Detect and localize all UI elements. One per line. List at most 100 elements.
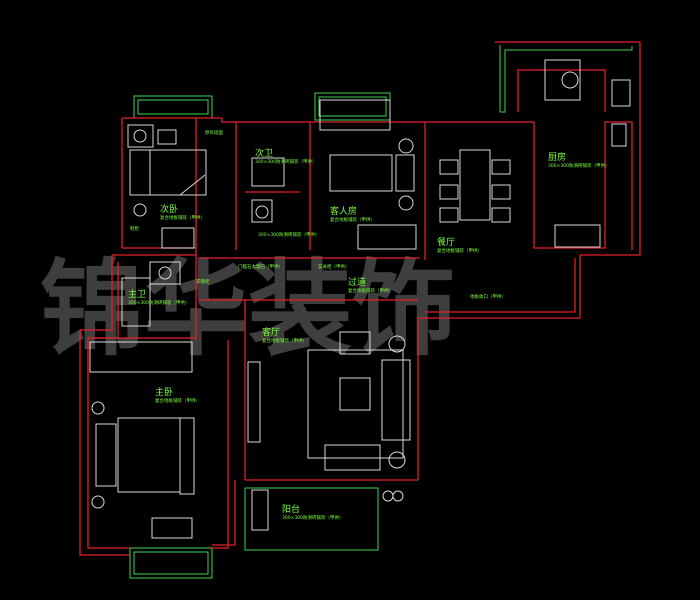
tv-cabinet bbox=[247, 361, 261, 443]
lamp-icon bbox=[388, 451, 406, 469]
lamp-icon bbox=[91, 401, 105, 415]
wardrobe-guest bbox=[357, 224, 417, 250]
coffee-table bbox=[339, 377, 371, 411]
lamp-icon bbox=[91, 495, 105, 509]
dining-chair bbox=[439, 159, 459, 175]
note-dining: 复合地板铺装（甲供） bbox=[437, 247, 482, 254]
wall-seg bbox=[517, 69, 606, 112]
bed-master bbox=[117, 417, 181, 493]
bed-guest bbox=[329, 154, 393, 192]
lamp-icon bbox=[388, 335, 406, 353]
sofa-outline bbox=[307, 349, 404, 459]
note-guest-room: 复合地板铺装（甲供） bbox=[330, 216, 375, 223]
toilet bbox=[251, 199, 273, 223]
washer bbox=[251, 489, 269, 531]
annotation-4: 衣帽柜 bbox=[196, 278, 210, 285]
wall-seg bbox=[417, 255, 581, 480]
wall-seg bbox=[80, 255, 113, 331]
wall-seg bbox=[425, 258, 576, 313]
lamp-icon bbox=[398, 138, 414, 154]
note-kitchen: 300×300防滑砖铺装（甲供） bbox=[548, 162, 609, 169]
dining-chair bbox=[491, 184, 511, 200]
furniture bbox=[89, 59, 631, 539]
cabinet bbox=[554, 224, 601, 248]
window-master-bedroom bbox=[129, 547, 213, 579]
headboard-master bbox=[95, 423, 117, 487]
note-second-bath: 300×300防滑砖铺装（甲供） bbox=[255, 158, 316, 165]
note-master-bedroom: 复合地板铺装（甲供） bbox=[155, 397, 200, 404]
basin-bowl bbox=[158, 266, 172, 280]
wall-seg bbox=[495, 41, 641, 256]
window-kitchen bbox=[499, 45, 633, 113]
drain-icon bbox=[382, 490, 394, 502]
fridge bbox=[611, 123, 627, 147]
label-dining: 餐厅 bbox=[437, 236, 455, 248]
stove bbox=[611, 79, 631, 107]
desk-guest bbox=[319, 99, 391, 131]
bed-headboard bbox=[129, 149, 151, 196]
note-secondary-bedroom: 复合地板铺装（甲供） bbox=[160, 214, 205, 221]
window-secondary-bedroom-inner bbox=[137, 99, 209, 115]
dresser bbox=[179, 417, 195, 495]
label-second-bath: 次卫 bbox=[255, 147, 273, 159]
sink bbox=[544, 59, 581, 101]
label-living: 客厅 bbox=[262, 326, 280, 338]
annotation-5: 玄关柜（甲供） bbox=[318, 263, 350, 270]
armchair bbox=[339, 331, 371, 355]
note-balcony: 300×300防滑砖铺装（甲供） bbox=[282, 514, 343, 521]
sofa bbox=[381, 359, 411, 441]
chair bbox=[157, 129, 177, 145]
lamp-icon bbox=[398, 195, 414, 211]
wall-seg bbox=[221, 118, 245, 123]
washbasin bbox=[149, 261, 181, 285]
label-kitchen: 厨房 bbox=[548, 151, 566, 163]
window-master-bedroom-inner bbox=[133, 551, 209, 575]
ottoman bbox=[324, 444, 381, 471]
note-living: 复合地板铺装（甲供） bbox=[262, 337, 307, 344]
wardrobe-master bbox=[89, 341, 193, 373]
bathtub bbox=[251, 157, 285, 187]
dining-chair bbox=[439, 184, 459, 200]
wall-seg bbox=[533, 121, 633, 250]
drain-icon bbox=[392, 490, 404, 502]
sink-basin bbox=[561, 71, 579, 89]
walls bbox=[79, 41, 641, 556]
window-secondary-bedroom bbox=[133, 95, 213, 119]
annotation-6: 鞋柜 bbox=[130, 225, 139, 232]
wardrobe bbox=[161, 227, 195, 249]
label-balcony: 阳台 bbox=[282, 503, 300, 515]
bed-headboard-guest bbox=[395, 154, 415, 192]
annotation-1: 原有墙面 bbox=[205, 129, 223, 136]
bathtub-master bbox=[121, 277, 151, 327]
label-master-bath: 主卫 bbox=[128, 288, 146, 300]
wall-seg bbox=[212, 480, 236, 546]
lounge-chair bbox=[151, 517, 193, 539]
label-master-bedroom: 主卧 bbox=[155, 386, 173, 398]
lamp-icon bbox=[133, 203, 147, 217]
wall-seg bbox=[212, 340, 229, 549]
wall-seg bbox=[79, 330, 130, 556]
bed-secondary bbox=[149, 149, 207, 196]
window-guest-room-inner bbox=[318, 96, 387, 117]
dining-table bbox=[459, 149, 491, 221]
dining-chair bbox=[491, 207, 511, 223]
note-corridor: 复合地板铺装（甲供） bbox=[348, 287, 393, 294]
dining-chair bbox=[491, 159, 511, 175]
toilet-bowl bbox=[255, 205, 269, 219]
balcony-railing bbox=[244, 487, 379, 551]
label-corridor: 过道 bbox=[348, 276, 366, 288]
label-secondary-bedroom: 次卧 bbox=[160, 203, 178, 215]
dining-chair bbox=[439, 207, 459, 223]
lamp-icon bbox=[133, 129, 147, 143]
annotation-2: 300×300防滑砖铺装（甲供） bbox=[258, 231, 319, 238]
window-railings bbox=[129, 45, 633, 579]
desk bbox=[127, 124, 154, 148]
note-master-bath: 300×300防滑砖铺装（甲供） bbox=[128, 299, 189, 306]
annotation-7: 地板收口（甲供） bbox=[470, 293, 506, 300]
room-labels: 次卧 复合地板铺装（甲供） 次卫 300×300防滑砖铺装（甲供） 客人房 复合… bbox=[128, 129, 609, 521]
wall-seg bbox=[87, 338, 130, 549]
bed-fold bbox=[179, 174, 206, 196]
annotation-3: 门槛石大理石（甲供） bbox=[238, 263, 283, 270]
label-guest-room: 客人房 bbox=[330, 205, 357, 217]
